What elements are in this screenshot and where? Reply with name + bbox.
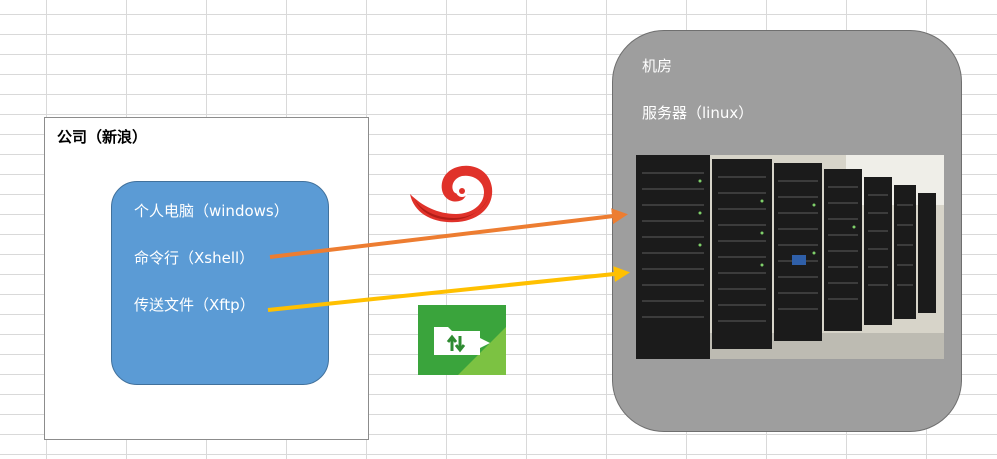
server-racks-photo [636,155,944,359]
company-title: 公司（新浪） [57,128,148,146]
cli-label: 命令行（Xshell） [134,249,255,267]
xftp-logo-icon [418,305,506,375]
xshell-logo-icon [410,165,493,223]
server-label: 服务器（linux） [642,104,754,122]
server-room-title: 机房 [642,57,673,75]
xftp-arrow [267,266,630,312]
xshell-arrow [269,208,628,259]
personal-computer-box: 个人电脑（windows） 命令行（Xshell） 传送文件（Xftp） [111,181,329,385]
file-transfer-label: 传送文件（Xftp） [134,296,255,314]
pc-label: 个人电脑（windows） [134,202,289,220]
